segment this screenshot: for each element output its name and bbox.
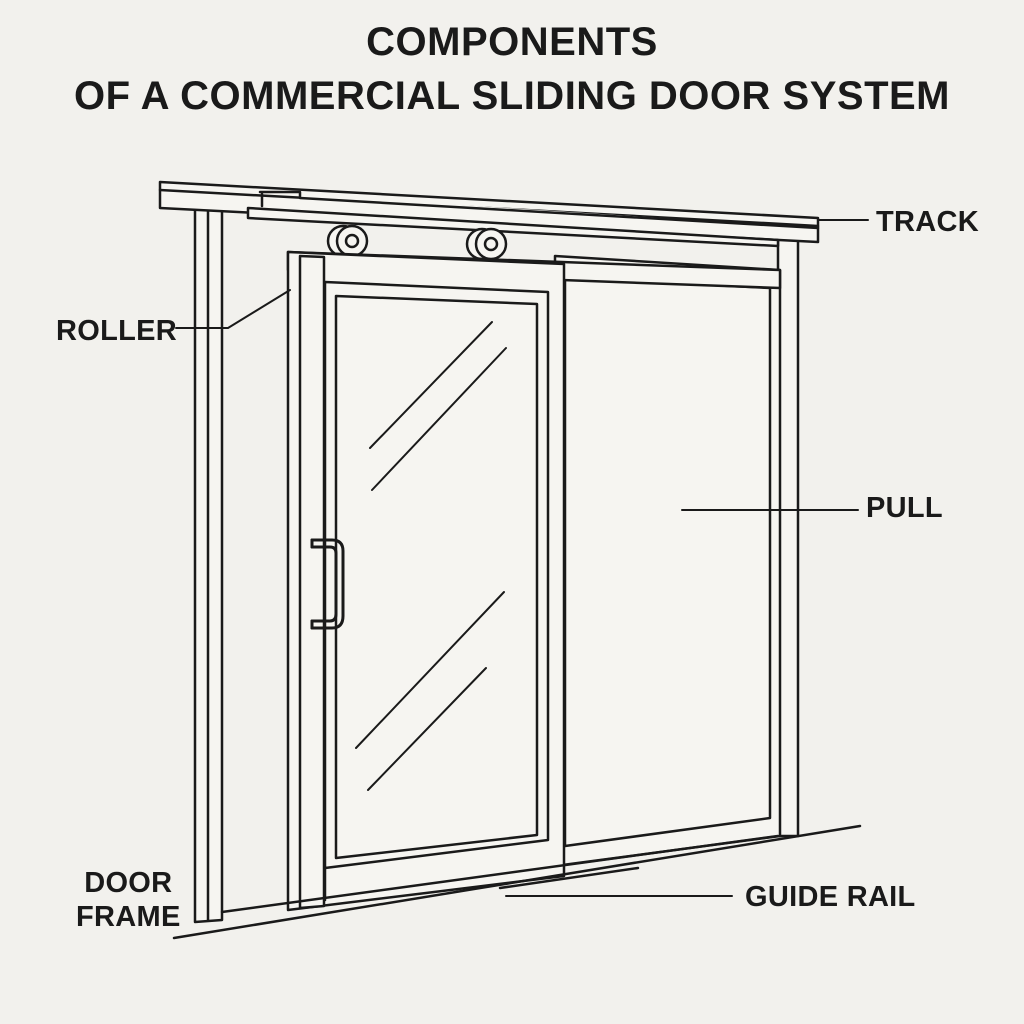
fixed-panel xyxy=(553,254,782,868)
leader-roller xyxy=(175,289,291,329)
label-door-frame-line-2: FRAME xyxy=(76,901,181,933)
roller-left xyxy=(326,224,369,258)
sliding-door-panel xyxy=(286,250,566,912)
floor-line xyxy=(172,824,862,940)
label-door-frame-line-1: DOOR xyxy=(84,867,173,899)
title-line-2: OF A COMMERCIAL SLIDING DOOR SYSTEM xyxy=(73,74,951,118)
leader-lines xyxy=(175,219,869,897)
label-roller: ROLLER xyxy=(56,315,178,347)
guide-rail xyxy=(498,866,640,890)
title-line-1: COMPONENTS xyxy=(366,20,658,64)
label-guide-rail: GUIDE RAIL xyxy=(745,881,916,913)
label-door-frame: DOOR FRAME xyxy=(76,866,181,934)
label-track: TRACK xyxy=(876,206,979,238)
glass-reflection xyxy=(355,321,507,791)
label-pull: PULL xyxy=(866,492,943,524)
track-rail xyxy=(246,190,820,248)
pull-handle xyxy=(310,538,345,630)
roller-right xyxy=(465,227,508,261)
door-frame-left-post xyxy=(193,203,224,924)
